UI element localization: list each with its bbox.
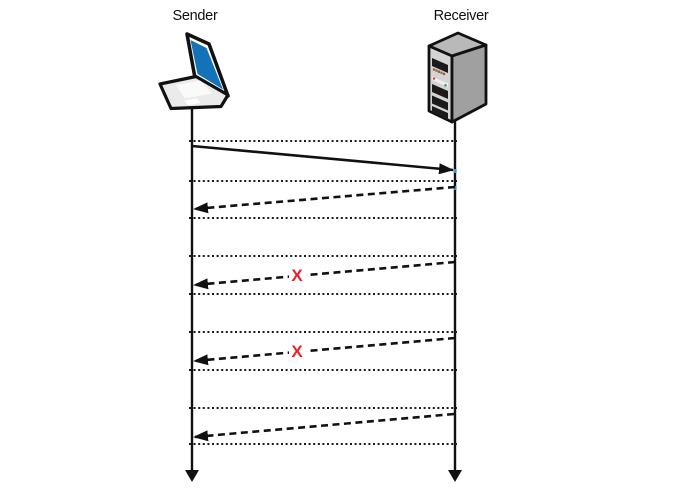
server-icon (427, 31, 488, 124)
server-led-lights (432, 68, 447, 87)
message-arrow-ack-dashed (193, 185, 456, 214)
endpoint-mark (453, 169, 457, 173)
server-vent-strip (432, 76, 448, 87)
receiver-lifeline-arrowhead (448, 470, 462, 482)
message-arrow-ack-lost (193, 260, 456, 290)
laptop-icon (158, 32, 230, 111)
timeline-ticks (189, 140, 457, 445)
message-arrow-data-solid (191, 144, 454, 175)
receiver-label: Receiver (434, 8, 489, 24)
lost-x-backdrop (289, 343, 306, 359)
message-arrow-ack-dashed (193, 412, 455, 442)
lost-x-marker: X (291, 342, 303, 361)
lost-x-marker: X (291, 266, 303, 285)
server-drive-bays (432, 58, 448, 120)
endpoint-mark (453, 186, 457, 190)
laptop-keyboard (176, 80, 212, 99)
lost-x-backdrop (289, 267, 306, 283)
sender-label: Sender (173, 8, 218, 24)
sender-lifeline-arrowhead (185, 470, 199, 482)
laptop-trackpad (184, 98, 201, 105)
laptop-screen (190, 40, 223, 90)
message-arrow-ack-lost (193, 336, 456, 366)
